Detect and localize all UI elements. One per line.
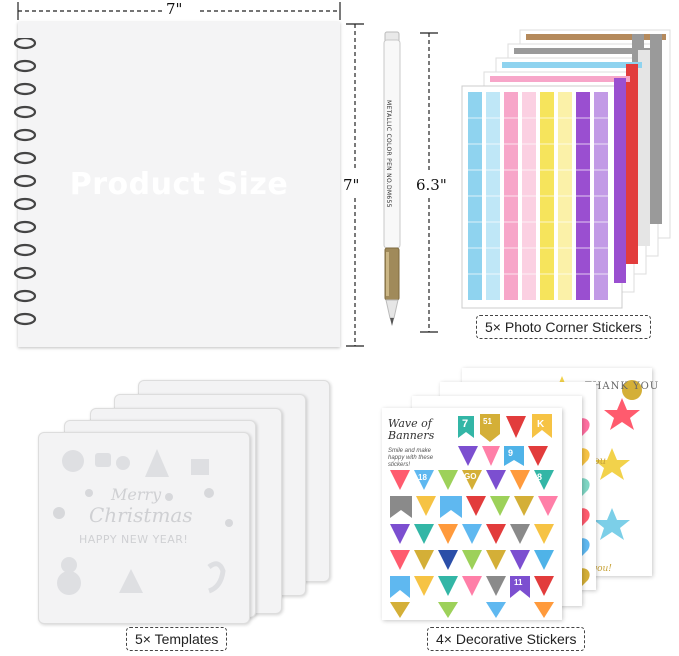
album-title: Product Size	[69, 167, 289, 202]
sticker-title-line-2: Banners	[388, 429, 435, 442]
metallic-pen	[372, 30, 412, 330]
decorative-caption: 4× Decorative Stickers	[427, 627, 586, 651]
sticker-you-text-2: you!	[592, 564, 612, 574]
album-height-dimension-line	[344, 20, 366, 350]
album-height-label: 7"	[343, 176, 360, 194]
sticker-number-7: 8	[537, 472, 543, 482]
album-width-label: 7"	[166, 0, 183, 18]
template-new-year-text: HAPPY NEW YEAR!	[79, 533, 189, 546]
sticker-number-2: 51	[483, 417, 492, 426]
template-front-sheet: Merry Christmas HAPPY NEW YEAR!	[38, 432, 250, 624]
sticker-title: Wave of Banners	[388, 418, 434, 442]
banner-stickers	[390, 414, 558, 618]
template-christmas-text: Christmas	[89, 503, 193, 527]
sticker-number-6: GO	[464, 472, 477, 481]
photo-corner-caption: 5× Photo Corner Stickers	[476, 315, 651, 339]
spiral-binding-icon	[8, 36, 38, 338]
album-width-dimension-line	[14, 0, 344, 22]
sticker-title-line-1: Wave of	[388, 417, 432, 430]
photo-corner-sheets	[460, 28, 674, 312]
decorative-sticker-front-sheet: 7 51 K 9 18 GO 8 11	[382, 408, 562, 620]
pen-length-dimension-line	[418, 30, 440, 336]
templates-caption: 5× Templates	[126, 627, 228, 651]
pen-label: METALLIC COLOR PEN NO.DM655	[385, 100, 392, 208]
pen-text: METALLIC COLOR PEN NO.DM655	[384, 100, 394, 210]
photo-album: Product Size	[18, 22, 340, 347]
sticker-number-8: 11	[514, 578, 523, 587]
sticker-number-3: K	[537, 419, 545, 430]
template-stencil-shapes	[53, 449, 233, 595]
sticker-number-1: 7	[462, 418, 469, 430]
template-merry-text: Merry	[111, 485, 162, 504]
sticker-number-4: 9	[508, 448, 514, 458]
sticker-number-5: 18	[418, 473, 427, 482]
pen-length-label: 6.3"	[416, 176, 447, 194]
sticker-you-text: you	[588, 456, 607, 467]
sticker-subtitle: Smile and make happy with these stickers…	[388, 448, 434, 468]
thank-you-text: THANK YOU	[585, 381, 660, 392]
